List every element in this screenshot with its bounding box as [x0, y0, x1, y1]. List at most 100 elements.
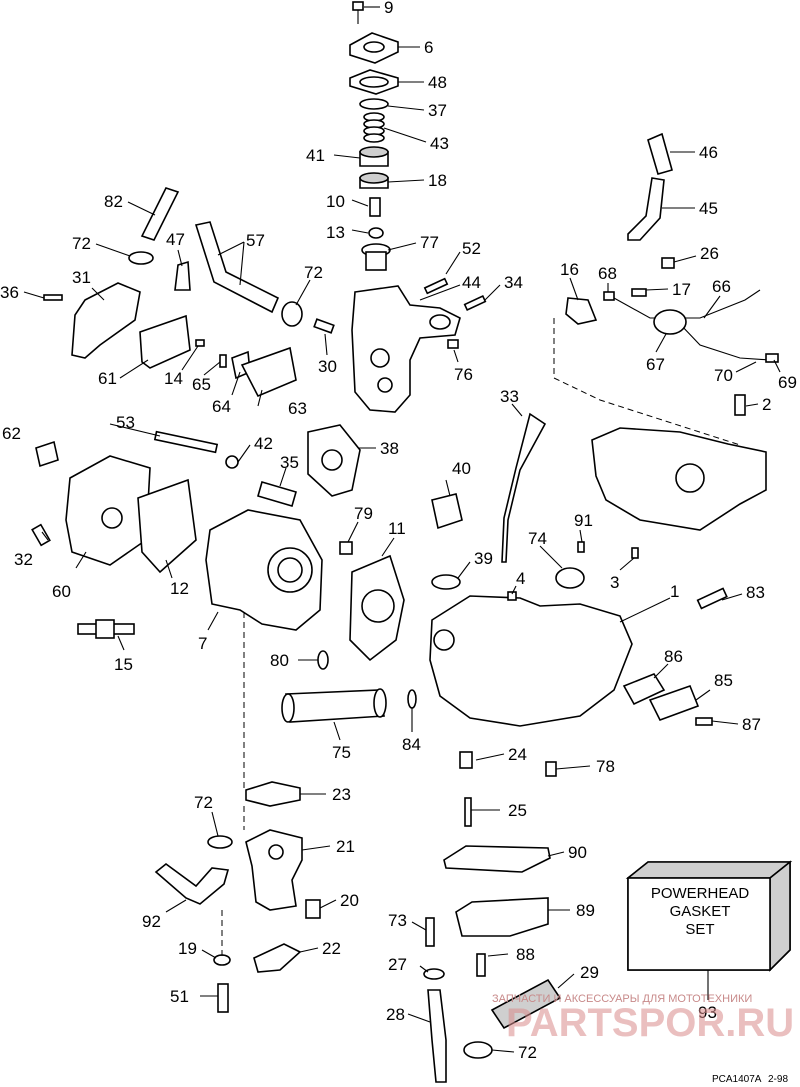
clamp-72d-drawing: [463, 1041, 493, 1059]
callout-87: 87: [742, 715, 761, 734]
assembly-line-left: [221, 612, 245, 960]
spark-plug-15-drawing: [77, 619, 135, 639]
callout-34: 34: [504, 273, 523, 292]
callout-43: 43: [430, 134, 449, 153]
cover-60-drawing: [65, 455, 151, 566]
callout-16: 16: [560, 260, 579, 279]
cap-40-drawing: [431, 493, 463, 530]
callout-45: 45: [699, 199, 718, 218]
callout-90: 90: [568, 843, 587, 862]
callout-51: 51: [170, 987, 189, 1006]
thermostat-housing-75-drawing: [281, 688, 387, 723]
callout-11: 11: [388, 519, 406, 538]
callout-17: 17: [672, 280, 691, 299]
housing-21-drawing: [245, 829, 303, 911]
callout-12: 12: [170, 579, 189, 598]
callout-57: 57: [246, 231, 265, 250]
figure-code-id: PCA1407A: [712, 1074, 762, 1085]
gasket-set-box: [625, 860, 793, 972]
o-ring-84-drawing: [407, 689, 417, 709]
gasket-11-drawing: [349, 554, 405, 662]
callout-20: 20: [340, 891, 359, 910]
gasket-22-drawing: [253, 943, 302, 973]
callout-2: 2: [762, 395, 771, 414]
hose-57-drawing: [194, 221, 280, 314]
callout-70: 70: [714, 366, 733, 385]
plate-85-drawing: [648, 684, 700, 721]
callout-72-a: 72: [72, 234, 91, 253]
screw-17-drawing: [631, 288, 647, 297]
callout-7: 7: [198, 634, 207, 653]
callout-29: 29: [580, 963, 599, 982]
stud-83-drawing: [696, 587, 728, 610]
callout-15: 15: [114, 655, 133, 674]
dowel-79-drawing: [339, 541, 353, 555]
gasket-90-drawing: [443, 845, 551, 873]
gasket-61-drawing: [139, 314, 191, 369]
hose-82-drawing: [140, 187, 180, 241]
valve-30-drawing: [313, 318, 335, 334]
figure-code-date: 2-98: [768, 1074, 788, 1085]
grommet-16-drawing: [565, 297, 598, 325]
callout-40: 40: [452, 459, 471, 478]
dowel-78-drawing: [545, 761, 557, 777]
callout-26: 26: [700, 244, 719, 263]
callout-82: 82: [104, 192, 123, 211]
callout-91: 91: [574, 511, 593, 530]
callout-41: 41: [306, 146, 325, 165]
washer-19-drawing: [213, 954, 231, 966]
screw-87-drawing: [695, 717, 713, 726]
callout-18: 18: [428, 171, 447, 190]
fitting-20-drawing: [305, 899, 321, 919]
screw-68-drawing: [603, 291, 615, 301]
callout-93: 93: [698, 1003, 717, 1022]
callout-89: 89: [576, 901, 595, 920]
dowel-24-drawing: [459, 751, 473, 769]
valve-10-drawing: [369, 197, 381, 217]
callout-46: 46: [699, 143, 718, 162]
callout-60: 60: [52, 582, 71, 601]
kit-box-line-3: SET: [685, 921, 714, 938]
callout-25: 25: [508, 801, 527, 820]
fitting-47-drawing: [174, 260, 191, 291]
seal-74-drawing: [555, 567, 585, 589]
screw-52-drawing: [423, 277, 449, 295]
callout-47: 47: [166, 230, 185, 249]
callout-72-b: 72: [304, 263, 323, 282]
part-drawings: [31, 1, 793, 1083]
clamp-72c-drawing: [207, 835, 233, 849]
callout-83: 83: [746, 583, 765, 602]
wire-harness-66-drawing: [613, 289, 779, 363]
figure-code: PCA1407A 2-98: [712, 1074, 788, 1085]
decal-62-drawing: [35, 440, 59, 468]
cover-6-drawing: [349, 32, 399, 64]
callout-23: 23: [332, 785, 351, 804]
callout-14: 14: [164, 369, 183, 388]
callout-52: 52: [462, 239, 481, 258]
gasket-set-label: POWERHEAD GASKET SET: [651, 885, 750, 938]
callout-75: 75: [332, 743, 351, 762]
plate-89-drawing: [455, 897, 549, 937]
gasket-48-drawing: [349, 69, 399, 95]
sleeve-35-drawing: [257, 481, 297, 507]
stud-25-drawing: [464, 797, 472, 827]
callout-69: 69: [778, 373, 797, 392]
callout-9: 9: [384, 0, 393, 17]
callout-61: 61: [98, 369, 117, 388]
callout-65: 65: [192, 375, 211, 394]
callout-28: 28: [386, 1005, 405, 1024]
kit-box-line-2: GASKET: [670, 903, 731, 920]
screw-2-drawing: [734, 394, 746, 416]
assembly-line-right: [553, 318, 741, 446]
callout-6: 6: [424, 38, 433, 57]
primer-46-drawing: [647, 132, 673, 175]
plug-26-drawing: [661, 257, 675, 269]
callout-36: 36: [0, 283, 19, 302]
callout-30: 30: [318, 357, 337, 376]
callout-31: 31: [72, 268, 91, 287]
callout-92: 92: [142, 912, 161, 931]
fitting-45-drawing: [627, 177, 665, 241]
callout-24: 24: [508, 745, 527, 764]
callout-63: 63: [288, 399, 307, 418]
